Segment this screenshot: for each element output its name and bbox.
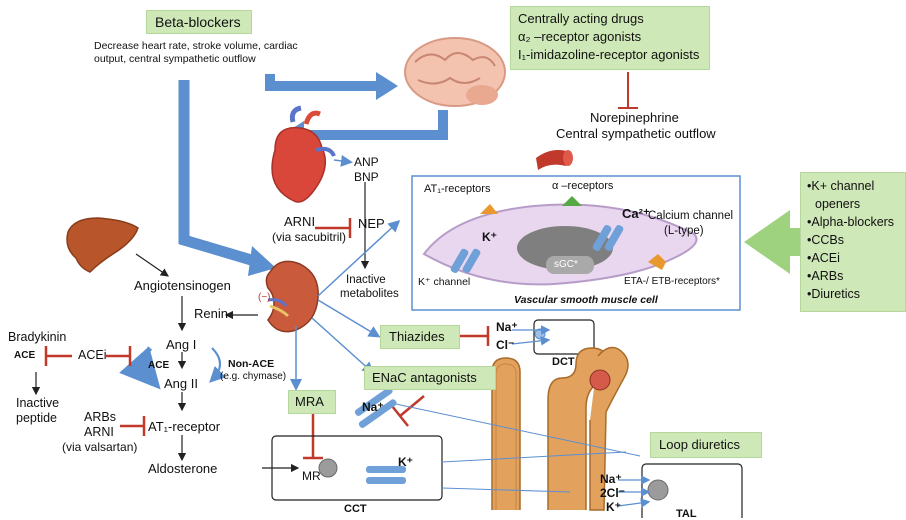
nep-label: NEP	[358, 216, 385, 231]
right-drug-list: •K+ channel openers •Alpha-blockers •CCB…	[800, 172, 906, 312]
right-list-arrow	[744, 210, 800, 274]
enac-inhibit	[392, 396, 424, 426]
beta-blockers-title: Beta-blockers	[155, 14, 241, 30]
mr-label: MR	[302, 469, 321, 483]
heart-to-anp-arrow	[334, 160, 350, 162]
brain-icon	[405, 38, 505, 106]
beta-blockers-box: Beta-blockers	[146, 10, 252, 34]
blood-vessel-icon	[536, 150, 573, 170]
k-tal-label: K⁺	[606, 500, 621, 514]
arbs-label: ARBs	[84, 410, 116, 424]
cct-label: CCT	[344, 503, 367, 515]
ace-inner-label: ACE	[148, 360, 169, 371]
kidney-icon	[266, 261, 318, 331]
ca-label: Ca²⁺	[622, 206, 650, 222]
beta-blockers-desc-1: Decrease heart rate, stroke volume, card…	[94, 40, 298, 52]
norepinephrine-label: Norepinephrine	[590, 110, 679, 125]
right-list-item-1: openers	[815, 197, 860, 211]
mra-box: MRA	[288, 390, 336, 414]
right-list-item-0: •K+ channel	[807, 179, 874, 193]
mra-inhibit	[303, 412, 323, 458]
right-list-item-4: •ACEi	[807, 251, 840, 265]
thiazides-box: Thiazides	[380, 325, 460, 349]
right-list-item-5: •ARBs	[807, 269, 843, 283]
tal-label: TAL	[676, 508, 697, 520]
cl-tal-label: 2Cl⁻	[600, 486, 625, 500]
thiazide-inhibit	[460, 326, 488, 346]
mra-label: MRA	[295, 394, 324, 409]
bnp-label: BNP	[354, 170, 379, 184]
right-list-item-3: •CCBs	[807, 233, 844, 247]
ca-channel-label-2: (L-type)	[664, 225, 704, 237]
arni-valsartan-label: (via valsartan)	[62, 440, 137, 454]
arrow-to-brain	[270, 72, 398, 100]
k-channel-label: K⁺ channel	[418, 276, 470, 288]
na-dct-label: Na⁺	[496, 320, 518, 334]
nkcc2-transporter	[648, 480, 668, 500]
acei-label: ACEi	[78, 348, 106, 362]
at1-receptors-label: AT₁-receptors	[424, 183, 490, 195]
central-line-1: Centrally acting drugs	[518, 11, 644, 26]
na-tal-label: Na⁺	[600, 472, 622, 486]
inactive-peptide-1: Inactive	[16, 396, 59, 410]
beta-blocker-arrow	[184, 80, 276, 276]
central-drugs-box: Centrally acting drugs α₂ –receptor agon…	[510, 6, 710, 70]
k-cct-label: K⁺	[398, 455, 413, 469]
ace-left-label: ACE	[14, 350, 35, 361]
beta-blockers-desc-2: output, central sympathetic outflow	[94, 53, 256, 65]
arni-raas-label: ARNI	[84, 425, 114, 439]
central-line-3: I₁-imidazoline-receptor agonists	[518, 47, 699, 62]
dct-label: DCT	[552, 356, 575, 368]
sgc-label: sGC*	[554, 259, 578, 270]
inactive-peptide-2: peptide	[16, 411, 57, 425]
non-ace-label-1: Non-ACE	[228, 358, 274, 370]
right-list-item-6: •Diuretics	[807, 287, 860, 301]
vsmc-caption: Vascular smooth muscle cell	[514, 294, 658, 306]
loop-diuretics-box: Loop diuretics	[650, 432, 762, 458]
arni-sacubitril-label: (via sacubitril)	[272, 230, 346, 244]
aldosterone-label: Aldosterone	[148, 461, 217, 476]
inactive-metabolites-2: metabolites	[340, 288, 399, 300]
bradykinin-label: Bradykinin	[8, 330, 66, 344]
na-cct-label: Na⁺	[362, 400, 384, 414]
thiazides-label: Thiazides	[389, 329, 445, 344]
renin-inhibit-label: (−)	[258, 292, 271, 303]
ang2-label: Ang II	[164, 376, 198, 391]
at1-receptor-label: AT₁-receptor	[148, 419, 220, 434]
et-receptors-label: ETA-/ ETB-receptors*	[624, 276, 720, 287]
alpha-receptors-label: α –receptors	[552, 180, 613, 192]
k-label: K⁺	[482, 230, 497, 244]
inactive-metabolites-1: Inactive	[346, 274, 386, 286]
central-outflow-label: Central sympathetic outflow	[556, 126, 716, 141]
ang1-label: Ang I	[166, 337, 196, 352]
angiotensinogen-label: Angiotensinogen	[134, 278, 231, 293]
mr-receptor	[319, 459, 337, 477]
enac-box: ENaC antagonists	[364, 366, 496, 390]
cl-dct-label: Cl⁻	[496, 338, 514, 352]
anp-label: ANP	[354, 155, 379, 169]
enac-label: ENaC antagonists	[372, 370, 477, 385]
central-inhibit	[618, 72, 638, 108]
arni-heart-label: ARNI	[284, 214, 315, 229]
ca-channel-label-1: Calcium channel	[648, 210, 733, 222]
loop-diuretics-label: Loop diuretics	[659, 437, 740, 452]
liver-arrow	[136, 254, 168, 276]
non-ace-label-2: (e.g. chymase)	[220, 371, 286, 382]
renin-label: Renin	[194, 306, 228, 321]
central-line-2: α₂ –receptor agonists	[518, 29, 641, 44]
right-list-item-2: •Alpha-blockers	[807, 215, 894, 229]
liver-icon	[67, 218, 138, 272]
